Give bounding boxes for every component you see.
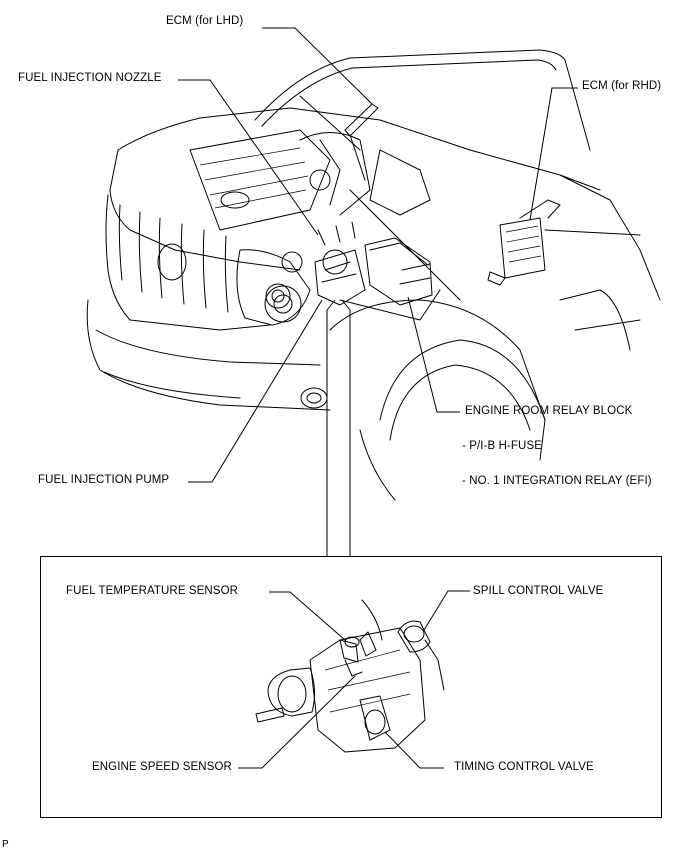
label-fuel-temperature-sensor: FUEL TEMPERATURE SENSOR: [66, 585, 239, 597]
relay-block-box: [364, 237, 433, 306]
spill-valve-cap: [403, 625, 425, 643]
injection-pump-detail: [321, 261, 357, 283]
fender-lower: [359, 429, 396, 501]
inset-callout-right: [341, 299, 351, 556]
front-bumper: [86, 299, 331, 411]
ecm-lhd-module: [344, 103, 379, 137]
injection-pump-detail-illustration: [255, 599, 445, 753]
bumper-lower: [103, 371, 241, 399]
fog-lamp: [300, 387, 328, 409]
intake-duct: [299, 132, 371, 216]
grille-bar: [202, 229, 207, 309]
hoses: [319, 134, 366, 206]
door-edge: [559, 289, 631, 351]
leader-fuel-injection-pump: [188, 299, 323, 483]
battery-tray: [339, 289, 441, 321]
pulley-top: [309, 169, 331, 191]
inset-callout-left: [326, 299, 336, 556]
bumper-line: [95, 329, 321, 366]
front-upper-panel: [109, 149, 301, 271]
hood-stay: [299, 95, 361, 151]
engine-speed-sensor-body: [344, 659, 363, 677]
side-line: [574, 319, 641, 331]
oil-cap: [220, 191, 250, 209]
label-timing-control-valve: TIMING CONTROL VALVE: [454, 761, 594, 773]
vehicle-body: [86, 49, 661, 501]
headlight-lens: [265, 283, 291, 309]
timing-control-valve-coil: [364, 709, 386, 735]
leader-spill-control-valve: [423, 590, 470, 631]
leader-timing-control-valve: [384, 731, 444, 769]
grille-bar: [138, 211, 143, 293]
hood-outline: [254, 49, 591, 151]
fuse-box-area: [369, 149, 431, 216]
leader-engine-speed-sensor: [238, 675, 356, 769]
body-crease: [544, 229, 641, 236]
ecm-rhd-bracket: [519, 199, 561, 219]
headlight: [236, 249, 311, 326]
label-ecm-lhd: ECM (for LHD): [166, 15, 244, 27]
leader-fuel-temperature-sensor: [269, 591, 346, 641]
injection-pump-inset-frame: [40, 556, 662, 818]
emblem: [157, 243, 187, 281]
fuel-pipe: [361, 599, 383, 641]
label-fuel-injection-pump: FUEL INJECTION PUMP: [38, 474, 170, 486]
label-pib-hfuse: - P/I-B H-FUSE: [462, 440, 542, 452]
crank-pulley-hub: [273, 294, 293, 314]
label-engine-speed-sensor: ENGINE SPEED SENSOR: [92, 761, 232, 773]
fuel-temp-sensor-body: [339, 639, 359, 663]
front-fender: [329, 299, 546, 461]
label-engine-room-relay-block: ENGINE ROOM RELAY BLOCK: [465, 405, 633, 417]
body-side: [559, 174, 661, 301]
pump-housing: [309, 627, 426, 753]
spill-valve-lead: [424, 639, 445, 691]
relay-block-detail: [399, 263, 431, 285]
ecm-rhd-module: [487, 199, 561, 286]
leader-engine-room-relay-block: [407, 296, 460, 413]
label-spill-control-valve: SPILL CONTROL VALVE: [473, 585, 604, 597]
nozzle-caps: [317, 221, 356, 246]
alternator: [322, 249, 348, 275]
spill-valve-body: [397, 620, 431, 653]
ecm-rhd-fins: [505, 225, 542, 263]
engine-bay-rim: [117, 107, 601, 191]
leader-lines: [178, 27, 578, 556]
hood-inner-edge: [261, 59, 557, 127]
grille-bar: [118, 204, 123, 281]
pump-housing-lines: [324, 649, 411, 713]
ecm-rhd-case: [499, 217, 546, 279]
idler-pulley: [281, 251, 303, 273]
label-fuel-injection-nozzle: FUEL INJECTION NOZZLE: [18, 72, 162, 84]
grille-bar: [180, 223, 185, 305]
tire-outline: [389, 364, 531, 441]
inset-leader-lines: [238, 590, 470, 769]
engine-cover: [189, 129, 331, 231]
leader-ecm-rhd: [529, 87, 578, 221]
fuel-temp-sensor-cap: [344, 636, 360, 648]
relay-block-lid: [369, 242, 429, 266]
grille-bar: [158, 217, 163, 299]
timing-control-valve-body: [359, 695, 391, 741]
engine-cover-ribs: [199, 147, 309, 209]
grille-outline: [105, 194, 271, 331]
sensor-connector: [359, 631, 377, 657]
label-integration-relay: - NO. 1 INTEGRATION RELAY (EFI): [462, 475, 652, 487]
leader-ecm-lhd: [262, 27, 373, 105]
pump-drive-shaft: [255, 707, 285, 723]
fog-lamp-inner: [306, 392, 322, 404]
label-ecm-rhd: ECM (for RHD): [582, 80, 662, 92]
leader-fuel-injection-nozzle: [178, 79, 319, 236]
wheel-arch: [379, 339, 546, 421]
corner-mark: P: [2, 839, 9, 850]
injection-pump-body: [314, 249, 366, 306]
pump-drive-hub: [277, 675, 307, 713]
ecm-rhd-connector: [487, 271, 506, 286]
grille-bar: [224, 235, 229, 313]
engine-bay-components: [189, 129, 441, 323]
headlight-lens-inner: [271, 289, 285, 303]
crank-pulley: [264, 285, 302, 323]
